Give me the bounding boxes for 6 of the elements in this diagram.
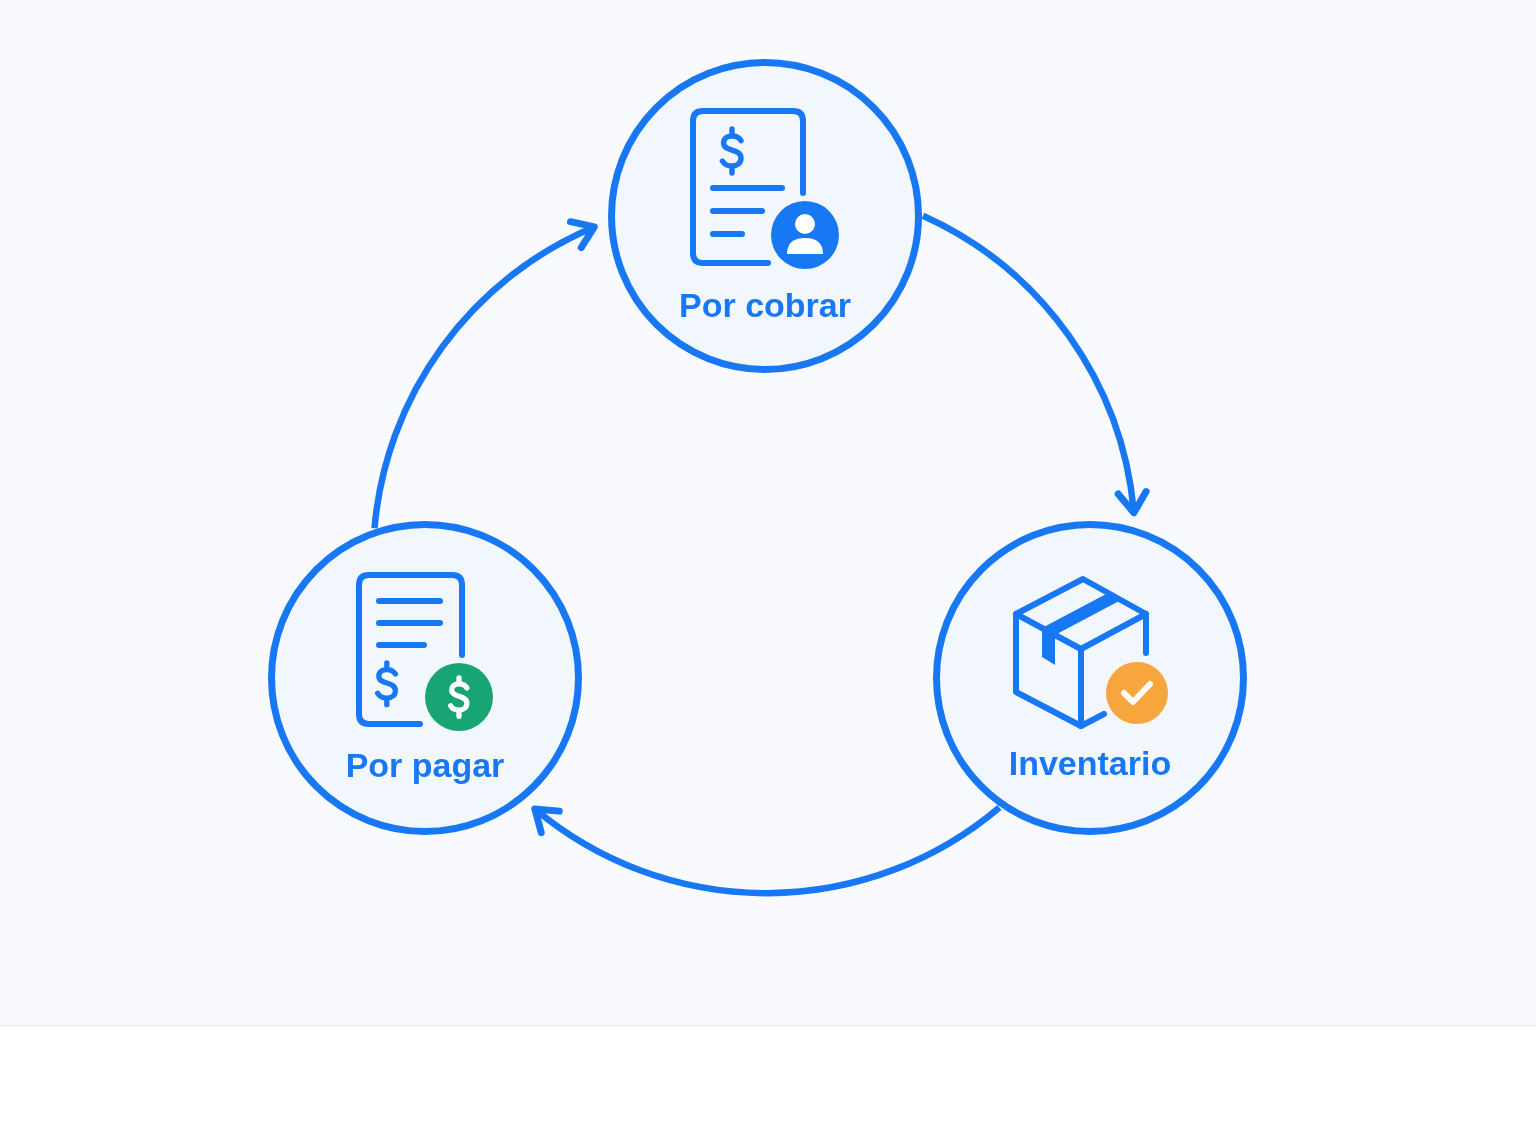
- node-label: Inventario: [1008, 743, 1172, 783]
- node-label: Por pagar: [345, 745, 505, 785]
- arrow: [371, 219, 598, 529]
- node-label: Por cobrar: [679, 285, 851, 325]
- arrow: [921, 212, 1149, 517]
- arrow: [531, 804, 1002, 896]
